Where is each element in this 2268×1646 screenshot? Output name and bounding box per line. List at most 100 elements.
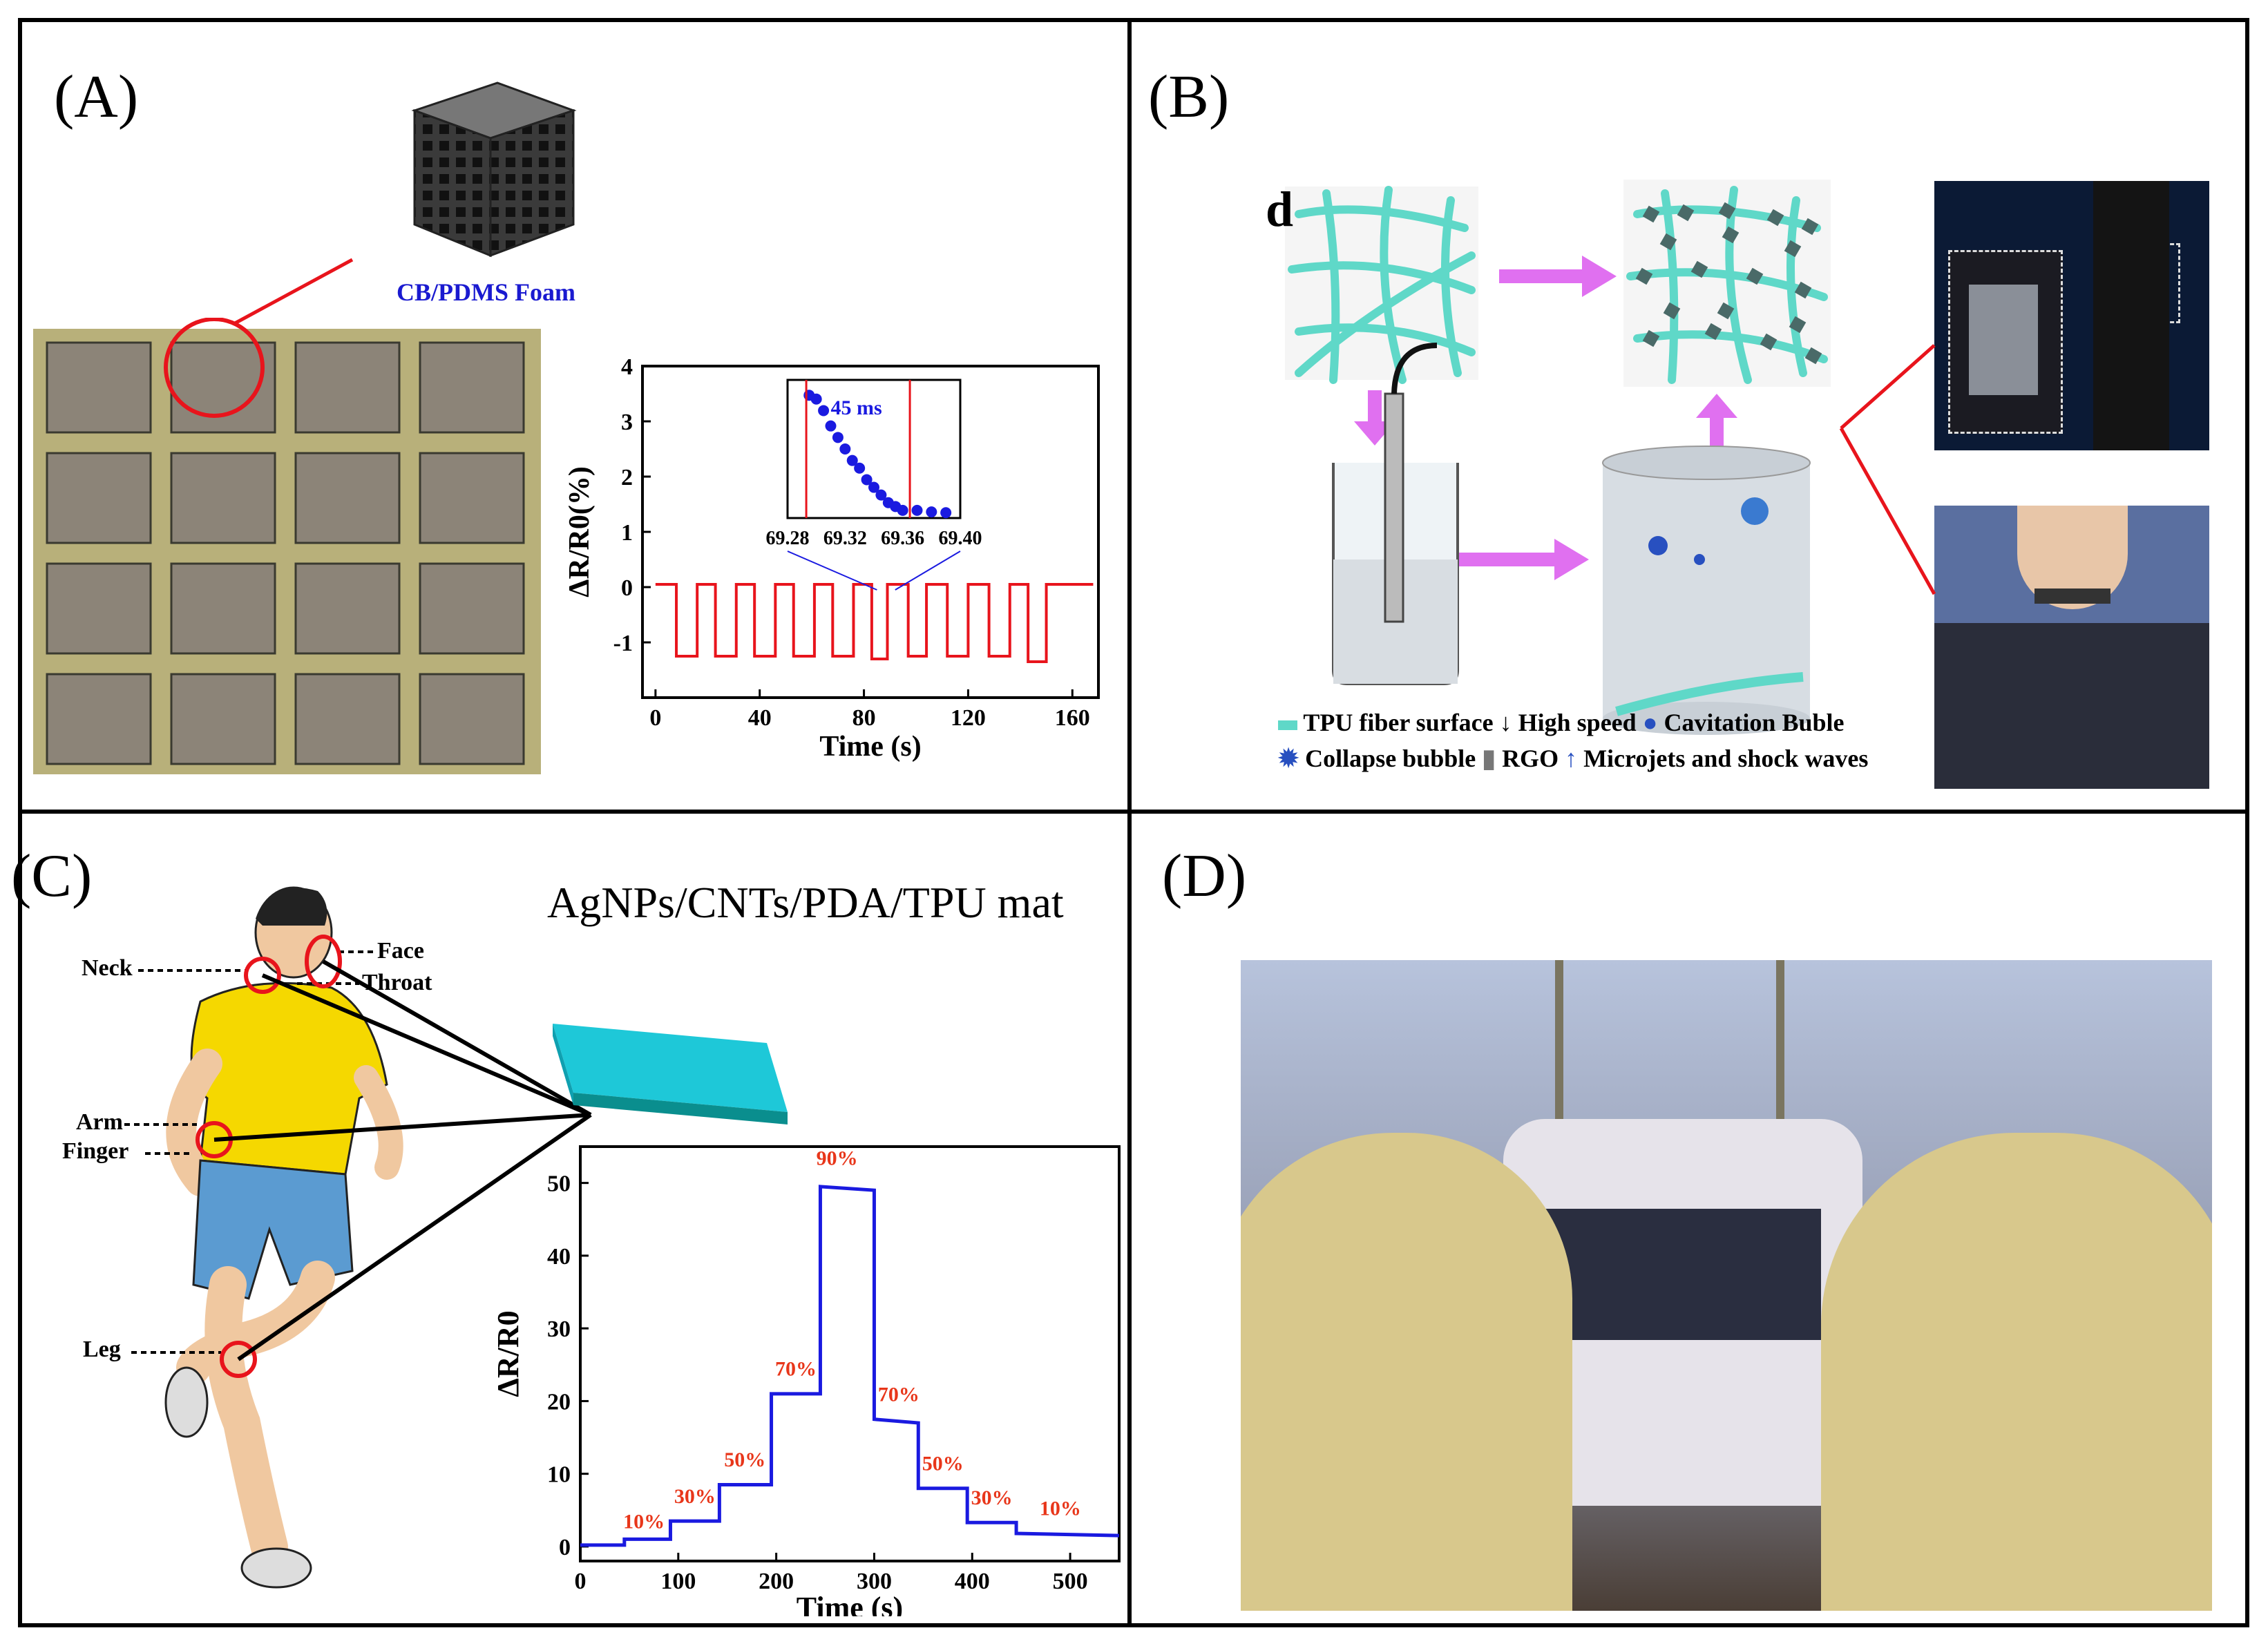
foam-block xyxy=(294,341,401,434)
x-tick-label: 500 xyxy=(1053,1569,1088,1594)
plot-area xyxy=(579,1145,1121,1562)
inset-point xyxy=(868,481,879,493)
body-label-arm: Arm xyxy=(76,1109,123,1135)
foam-block xyxy=(419,562,525,655)
y-tick-label: 0 xyxy=(621,575,633,601)
foam-cube-image xyxy=(411,82,577,258)
legend-item-collapse: Collapse bubble xyxy=(1305,745,1476,772)
x-tick-label: 40 xyxy=(748,705,772,731)
inset-point xyxy=(926,506,937,518)
x-tick-label: 80 xyxy=(852,705,876,731)
step-annotation: 10% xyxy=(623,1511,665,1533)
foam-block xyxy=(419,452,525,544)
body-label-face: Face xyxy=(377,938,424,964)
x-axis-label: Time (s) xyxy=(797,1591,903,1616)
foam-block xyxy=(46,673,152,765)
fiber-network-plain xyxy=(1285,186,1478,384)
legend-microjet-icon: ↑ xyxy=(1565,745,1578,772)
x-tick-label: 0 xyxy=(649,705,661,731)
inset-point xyxy=(940,507,952,519)
fiber-network-rgo xyxy=(1623,180,1831,387)
inset-point xyxy=(875,489,887,501)
y-tick-label: 10 xyxy=(547,1462,571,1488)
step-annotation: 70% xyxy=(878,1383,919,1406)
y-axis-label: ΔR/R0(%) xyxy=(566,466,595,597)
tpu-mat-icon xyxy=(553,1024,788,1125)
inset-point xyxy=(818,405,830,417)
legend-bubble-icon: ● xyxy=(1642,709,1658,736)
foam-block xyxy=(294,562,401,655)
foam-block xyxy=(170,452,276,544)
inset-point xyxy=(846,454,858,466)
panel-divider-vertical xyxy=(1127,18,1132,1627)
foam-photo-grid xyxy=(46,341,525,765)
x-tick-label: 0 xyxy=(575,1569,587,1594)
zoom-line xyxy=(787,551,877,591)
inset-point xyxy=(839,443,851,454)
foam-block xyxy=(46,562,152,655)
body-label-leg: Leg xyxy=(83,1337,121,1362)
inset-point xyxy=(897,504,908,516)
foam-block xyxy=(294,673,401,765)
x-tick-label: 400 xyxy=(955,1569,990,1594)
x-tick-label: 300 xyxy=(857,1569,892,1594)
step-annotation: 90% xyxy=(817,1147,858,1169)
foam-array-photo xyxy=(33,329,541,774)
legend-arrow-down-icon: ↓ xyxy=(1499,709,1512,736)
inset-point xyxy=(810,393,822,405)
y-tick-label: -1 xyxy=(613,631,633,656)
step-annotation: 30% xyxy=(971,1486,1013,1509)
legend-item-microjets: Microjets and shock waves xyxy=(1583,745,1869,772)
step-annotation: 30% xyxy=(674,1485,716,1508)
legend-item-bubble: Cavitation Buble xyxy=(1664,709,1845,736)
panel-label-c: (C) xyxy=(11,843,93,910)
y-tick-label: 3 xyxy=(621,410,633,435)
photo-sensor-arm xyxy=(1934,181,2209,450)
y-tick-label: 20 xyxy=(547,1389,571,1415)
legend-rgo-icon: ▮ xyxy=(1482,745,1496,772)
inset-point xyxy=(832,432,844,443)
beaker-icon xyxy=(1332,343,1459,685)
x-tick-label: 100 xyxy=(660,1569,696,1594)
foam-block xyxy=(46,452,152,544)
x-tick-label: 120 xyxy=(951,705,986,731)
foam-block xyxy=(170,673,276,765)
inset-point xyxy=(861,474,873,486)
y-tick-label: 0 xyxy=(559,1535,571,1560)
y-tick-label: 30 xyxy=(547,1317,571,1342)
x-axis-label: Time (s) xyxy=(819,731,921,763)
y-tick-label: 4 xyxy=(621,354,633,380)
inset-annotation: 45 ms xyxy=(831,396,882,419)
panel-b-schematic xyxy=(1285,180,1831,735)
step-annotation: 10% xyxy=(1040,1497,1081,1520)
foam-block xyxy=(294,452,401,544)
step-annotation: 50% xyxy=(922,1452,964,1475)
legend-item-fiber: TPU fiber surface xyxy=(1303,709,1494,736)
legend-item-rgo: RGO xyxy=(1502,745,1559,772)
step-annotation: 70% xyxy=(775,1358,817,1381)
y-axis-label: ΔR/R0 xyxy=(491,1310,525,1397)
zoom-line xyxy=(895,551,961,591)
highlight-circle-a xyxy=(164,318,265,418)
panel-label-a: (A) xyxy=(54,64,139,131)
legend-fiber-icon xyxy=(1278,720,1297,730)
body-label-finger: Finger xyxy=(62,1138,129,1164)
inset-x-tick-label: 69.36 xyxy=(881,528,924,549)
step-annotation: 50% xyxy=(724,1448,765,1471)
panel-label-d: (D) xyxy=(1162,843,1247,910)
panel-divider-horizontal xyxy=(18,810,2249,814)
foam-block xyxy=(46,341,152,434)
figure-frame xyxy=(18,18,2249,1627)
photo-sensor-neck xyxy=(1934,506,2209,789)
panel-b-legend: TPU fiber surface ↓ High speed ● Cavitat… xyxy=(1278,705,1886,776)
y-tick-label: 50 xyxy=(547,1171,571,1197)
x-tick-label: 200 xyxy=(759,1569,794,1594)
inset-point xyxy=(854,462,866,474)
foam-label: CB/PDMS Foam xyxy=(397,278,575,306)
mat-label: AgNPs/CNTs/PDA/TPU mat xyxy=(547,878,1064,927)
x-tick-label: 160 xyxy=(1055,705,1090,731)
